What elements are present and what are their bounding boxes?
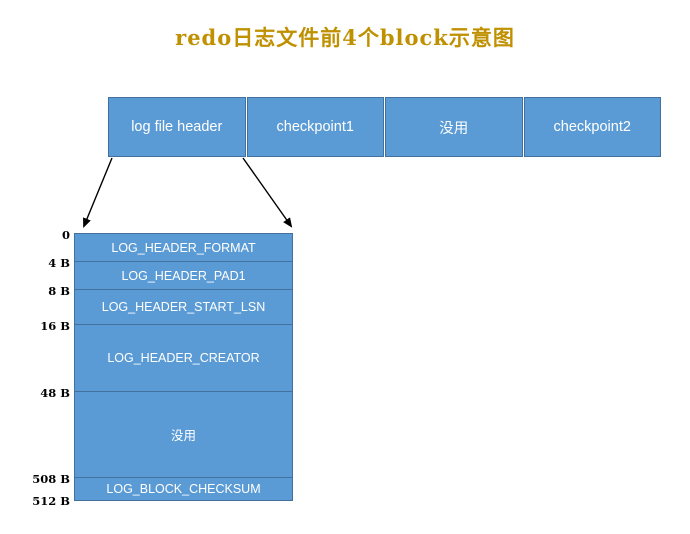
detail-row: 没用	[75, 392, 292, 478]
detail-row: LOG_HEADER_PAD1	[75, 262, 292, 290]
detail-row-label: 没用	[170, 429, 196, 443]
block-log-file-header: log file header	[108, 97, 246, 157]
page-title: redo日志文件前4个block示意图	[175, 25, 515, 50]
byte-offset-axis: 0 4 B 8 B 16 B 48 B 508 B 512 B	[20, 0, 70, 534]
detail-row: LOG_BLOCK_CHECKSUM	[75, 478, 292, 500]
byte-offset-label: 48 B	[40, 386, 70, 400]
arrow-left-icon	[83, 157, 113, 228]
detail-row-label: LOG_HEADER_FORMAT	[111, 240, 256, 255]
block-checkpoint2: checkpoint2	[523, 97, 661, 157]
byte-offset-label: 512 B	[32, 494, 70, 508]
redo-log-block-row: log file header checkpoint1 没用 checkpoin…	[108, 97, 661, 157]
byte-offset-label: 0	[61, 228, 70, 242]
detail-row: LOG_HEADER_CREATOR	[75, 325, 292, 392]
block-label: checkpoint1	[276, 119, 354, 135]
detail-row-label: LOG_HEADER_CREATOR	[107, 351, 260, 365]
detail-row: LOG_HEADER_START_LSN	[75, 290, 292, 325]
block-checkpoint1: checkpoint1	[246, 97, 384, 157]
byte-offset-label: 8 B	[48, 284, 70, 298]
byte-offset-label: 508 B	[32, 472, 70, 486]
byte-offset-label: 4 B	[48, 256, 70, 270]
arrow-right-icon	[242, 157, 293, 228]
block-label: log file header	[131, 119, 223, 135]
block-label: 没用	[439, 120, 469, 137]
byte-offset-label: 16 B	[40, 319, 70, 333]
block-label: checkpoint2	[553, 119, 631, 135]
detail-row: LOG_HEADER_FORMAT	[75, 234, 292, 262]
detail-row-label: LOG_HEADER_PAD1	[121, 268, 246, 283]
detail-row-label: LOG_HEADER_START_LSN	[101, 300, 266, 314]
detail-row-label: LOG_BLOCK_CHECKSUM	[106, 482, 261, 496]
block-unused: 没用	[385, 97, 523, 157]
